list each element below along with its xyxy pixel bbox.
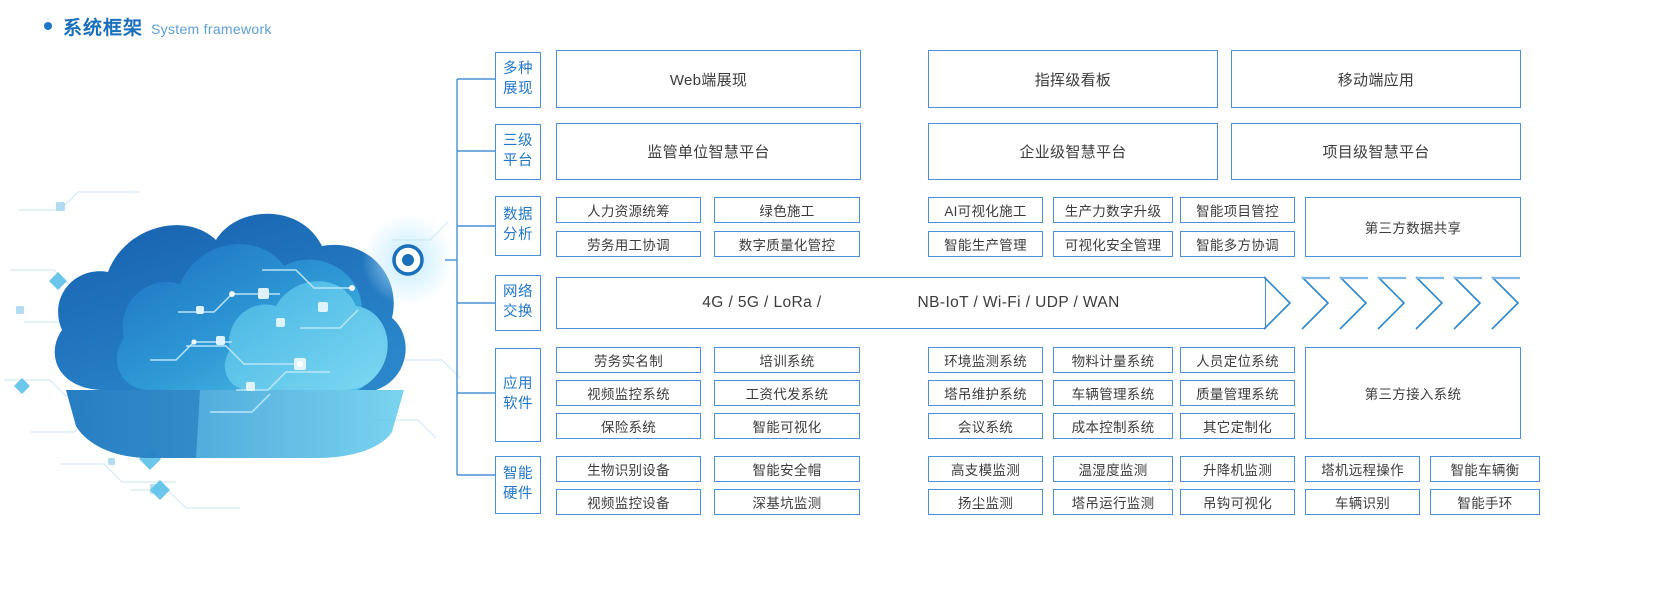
cell-web-presentation[interactable]: Web端展现: [556, 50, 861, 108]
cell-insurance-system[interactable]: 保险系统: [556, 413, 701, 439]
cell-regulator-platform[interactable]: 监管单位智慧平台: [556, 123, 861, 180]
cell-hook-visualization[interactable]: 吊钩可视化: [1180, 489, 1295, 515]
cell-ai-visual-construction[interactable]: AI可视化施工: [928, 197, 1043, 223]
cell-personnel-positioning-system[interactable]: 人员定位系统: [1180, 347, 1295, 373]
row-label-platform: 三级 平台: [495, 124, 541, 180]
cell-network-bar[interactable]: 4G / 5G / LoRa / NB-IoT / Wi-Fi / UDP / …: [556, 277, 1266, 329]
cell-temperature-humidity-monitoring[interactable]: 温湿度监测: [1053, 456, 1173, 482]
cell-smart-helmet[interactable]: 智能安全帽: [714, 456, 860, 482]
row-label-application-software: 应用 软件: [495, 348, 541, 442]
cell-tower-crane-operation-monitoring[interactable]: 塔吊运行监测: [1053, 489, 1173, 515]
cell-video-monitoring-system[interactable]: 视频监控系统: [556, 380, 701, 406]
cell-project-platform[interactable]: 项目级智慧平台: [1231, 123, 1521, 180]
row-label-line1: 数据: [503, 207, 533, 224]
network-chevron-arrows: [1262, 276, 1532, 330]
row-label-line1: 网络: [503, 284, 533, 301]
cell-third-party-access-system[interactable]: 第三方接入系统: [1305, 347, 1521, 439]
cell-biometric-device[interactable]: 生物识别设备: [556, 456, 701, 482]
row-label-line1: 多种: [503, 61, 533, 78]
cell-mobile-app[interactable]: 移动端应用: [1231, 50, 1521, 108]
network-text-left: 4G / 5G / LoRa /: [702, 294, 822, 311]
cell-lift-monitoring[interactable]: 升降机监测: [1180, 456, 1295, 482]
cell-video-monitoring-device[interactable]: 视频监控设备: [556, 489, 701, 515]
cell-tower-crane-maintenance-system[interactable]: 塔吊维护系统: [928, 380, 1043, 406]
cloud-computing-illustration: [0, 60, 470, 530]
row-label-line1: 智能: [503, 466, 533, 483]
cell-vehicle-recognition[interactable]: 车辆识别: [1305, 489, 1420, 515]
row-label-line2: 硬件: [503, 486, 533, 502]
page-title: 系统框架: [63, 18, 144, 39]
row-label-network: 网络 交换: [495, 275, 541, 331]
cell-smart-visualization[interactable]: 智能可视化: [714, 413, 860, 439]
cell-enterprise-platform[interactable]: 企业级智慧平台: [928, 123, 1218, 180]
cell-labor-coordination[interactable]: 劳务用工协调: [556, 231, 701, 257]
cell-deep-foundation-pit-monitoring[interactable]: 深基坑监测: [714, 489, 860, 515]
cell-other-customization[interactable]: 其它定制化: [1180, 413, 1295, 439]
cell-high-formwork-monitoring[interactable]: 高支模监测: [928, 456, 1043, 482]
page-header: 系统框架 System framework: [44, 13, 272, 40]
cell-hr-coordination[interactable]: 人力资源统筹: [556, 197, 701, 223]
cell-training-system[interactable]: 培训系统: [714, 347, 860, 373]
cell-smart-wristband[interactable]: 智能手环: [1430, 489, 1540, 515]
cell-productivity-digital-upgrade[interactable]: 生产力数字升级: [1053, 197, 1173, 223]
cell-vehicle-management-system[interactable]: 车辆管理系统: [1053, 380, 1173, 406]
cell-quality-management-system[interactable]: 质量管理系统: [1180, 380, 1295, 406]
row-label-smart-hardware: 智能 硬件: [495, 456, 541, 514]
row-label-presentation: 多种 展现: [495, 52, 541, 108]
cell-meeting-system[interactable]: 会议系统: [928, 413, 1043, 439]
network-text-right: NB-IoT / Wi-Fi / UDP / WAN: [917, 294, 1120, 311]
row-label-line2: 平台: [503, 153, 533, 169]
cell-visual-safety-management[interactable]: 可视化安全管理: [1053, 231, 1173, 257]
cell-environment-monitoring-system[interactable]: 环境监测系统: [928, 347, 1043, 373]
row-label-line2: 软件: [503, 396, 533, 412]
connector-bracket: [445, 55, 505, 515]
cell-command-dashboard[interactable]: 指挥级看板: [928, 50, 1218, 108]
row-label-line2: 分析: [503, 227, 533, 243]
row-label-data-analysis: 数据 分析: [495, 196, 541, 256]
cell-smart-project-control[interactable]: 智能项目管控: [1180, 197, 1295, 223]
cell-tower-remote-operation[interactable]: 塔机远程操作: [1305, 456, 1420, 482]
cell-payroll-system[interactable]: 工资代发系统: [714, 380, 860, 406]
row-label-line2: 交换: [503, 304, 533, 320]
bullet-dot-icon: [44, 22, 52, 30]
page-subtitle: System framework: [151, 21, 272, 37]
row-label-line1: 三级: [503, 133, 533, 150]
cell-smart-weighbridge[interactable]: 智能车辆衡: [1430, 456, 1540, 482]
cell-cost-control-system[interactable]: 成本控制系统: [1053, 413, 1173, 439]
cell-smart-multiparty-coordination[interactable]: 智能多方协调: [1180, 231, 1295, 257]
row-label-line2: 展现: [503, 81, 533, 97]
cell-third-party-data-sharing[interactable]: 第三方数据共享: [1305, 197, 1521, 257]
cell-green-construction[interactable]: 绿色施工: [714, 197, 860, 223]
cell-material-metering-system[interactable]: 物料计量系统: [1053, 347, 1173, 373]
cell-dust-monitoring[interactable]: 扬尘监测: [928, 489, 1043, 515]
cell-digital-quality-control[interactable]: 数字质量化管控: [714, 231, 860, 257]
cell-smart-production-management[interactable]: 智能生产管理: [928, 231, 1043, 257]
row-label-line1: 应用: [503, 376, 533, 393]
cell-labor-realname[interactable]: 劳务实名制: [556, 347, 701, 373]
